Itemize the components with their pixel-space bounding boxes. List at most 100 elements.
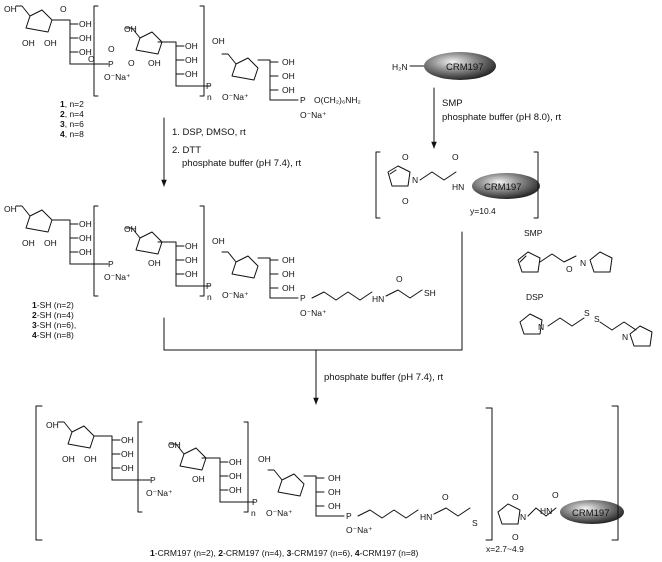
p-label: P [150, 475, 156, 485]
ona-label: O⁻Na⁺ [222, 290, 249, 300]
ona-label: O⁻Na⁺ [300, 110, 327, 120]
oh-label: OH [148, 58, 161, 68]
hn-label: HN [372, 294, 384, 304]
oh-label: OH [282, 71, 295, 81]
protein-ellipse [424, 52, 496, 80]
s-label: S [584, 308, 590, 318]
o-label: O [128, 58, 135, 68]
oh-label: OH [79, 219, 92, 229]
ona-label: O⁻Na⁺ [104, 272, 131, 282]
reagent-dsp: DSP N S S N [519, 292, 653, 347]
oh-label: OH [79, 47, 92, 57]
compound-label: 1, n=2 [60, 99, 84, 109]
o-label: O [60, 4, 67, 14]
step1-condition: 1. DSP, DMSO, rt [172, 127, 246, 138]
x-label: x=2.7~4.9 [486, 544, 524, 554]
o-label: O [452, 152, 459, 162]
oligosaccharide-sh: OH OH OH OH OH OH P O⁻Na⁺ OH OH OH OH OH… [4, 204, 436, 318]
reaction-arrow-step1: 1. DSP, DMSO, rt 2. DTT phosphate buffer… [161, 117, 302, 187]
maleimide-crm197: O O N O HN CRM197 y=10.4 [375, 151, 540, 219]
o-label: O [512, 532, 519, 542]
reagent-label: SMP [524, 228, 543, 238]
oh-label: OH [84, 454, 97, 464]
oh-label: OH [62, 454, 75, 464]
hn-label: HN [420, 512, 432, 522]
oh-label: OH [121, 463, 134, 473]
o-label: O [512, 492, 519, 502]
oh-label: OH [4, 204, 17, 214]
o-label: O [442, 492, 449, 502]
step1-condition: 2. DTT [172, 145, 201, 156]
ona-label: O⁻Na⁺ [266, 508, 293, 518]
oh-label: OH [79, 33, 92, 43]
compound-list-sh: 1-SH (n=2) 2-SH (n=4) 3-SH (n=6), 4-SH (… [32, 300, 76, 340]
o-label: O [88, 54, 95, 64]
o-label: O [402, 196, 409, 206]
protein-label: CRM197 [572, 508, 610, 519]
final-conjugate: OH OH OH OH OH OH P O⁻Na⁺ OH OH OH OH OH… [35, 405, 624, 554]
compound-label: 2, n=4 [60, 109, 84, 119]
h2n-label: H₂N [392, 62, 408, 72]
oh-label: OH [124, 24, 137, 34]
reaction-arrow-smp: SMP phosphate buffer (pH 8.0), rt [431, 87, 562, 149]
oh-label: OH [46, 420, 59, 430]
hn-label: HN [452, 182, 464, 192]
n-label: n [207, 92, 212, 102]
oligosaccharide-top: OH OH OH O OH OH OH O P O O⁻Na⁺ O OH OH … [4, 4, 361, 120]
oh-label: OH [185, 255, 198, 265]
oh-label: OH [168, 440, 181, 450]
oh-label: OH [229, 485, 242, 495]
p-label: P [206, 81, 212, 91]
smp-condition: phosphate buffer (pH 8.0), rt [442, 112, 562, 123]
conjugation-condition: phosphate buffer (pH 7.4), rt [324, 372, 444, 383]
n-label: n [207, 292, 212, 302]
oh-label: OH [22, 238, 35, 248]
oh-label: OH [44, 38, 57, 48]
oh-label: OH [258, 454, 271, 464]
oh-label: OH [282, 255, 295, 265]
reagent-label: DSP [526, 292, 544, 302]
ona-label: O⁻Na⁺ [104, 72, 131, 82]
oh-label: OH [79, 19, 92, 29]
protein-label: CRM197 [484, 182, 522, 193]
ona-label: O⁻Na⁺ [346, 525, 373, 535]
oh-label: OH [185, 269, 198, 279]
oh-label: OH [185, 241, 198, 251]
oh-label: OH [185, 69, 198, 79]
p-label: P [300, 95, 306, 105]
compound-label: 3, n=6 [60, 119, 84, 129]
n-label: N [520, 512, 526, 522]
oh-label: OH [212, 36, 225, 46]
n-label: n [251, 508, 256, 518]
oh-label: OH [212, 236, 225, 246]
oh-label: OH [121, 449, 134, 459]
oh-label: OH [328, 501, 341, 511]
oh-label: OH [185, 41, 198, 51]
n-label: N [622, 332, 628, 342]
o-label: O [396, 274, 403, 284]
protein-ellipse [472, 173, 540, 199]
p-label: P [346, 511, 352, 521]
compound-list-top: 1, n=2 2, n=4 3, n=6 4, n=8 [60, 99, 84, 139]
oh-label: OH [4, 4, 17, 14]
oh-label: OH [44, 238, 57, 248]
step1-condition: phosphate buffer (pH 7.4), rt [182, 158, 302, 169]
o-label: O [108, 44, 115, 54]
s-label: S [594, 314, 600, 324]
reagent-smp: SMP O N [517, 228, 613, 274]
oh-label: OH [282, 283, 295, 293]
oh-label: OH [328, 473, 341, 483]
hn-label: HN [540, 506, 552, 516]
hex-amine-label: O(CH₂)₆NH₂ [314, 95, 361, 105]
p-label: P [108, 259, 114, 269]
oh-label: OH [124, 224, 137, 234]
o-label: O [552, 490, 559, 500]
final-compound-caption: 1-CRM197 (n=2), 2-CRM197 (n=4), 3-CRM197… [150, 548, 419, 558]
smp-condition: SMP [442, 98, 463, 109]
ona-label: O⁻Na⁺ [222, 92, 249, 102]
oh-label: OH [79, 247, 92, 257]
oh-label: OH [229, 457, 242, 467]
n-label: N [412, 175, 418, 185]
reaction-arrow-conjugation: phosphate buffer (pH 7.4), rt [163, 231, 463, 405]
